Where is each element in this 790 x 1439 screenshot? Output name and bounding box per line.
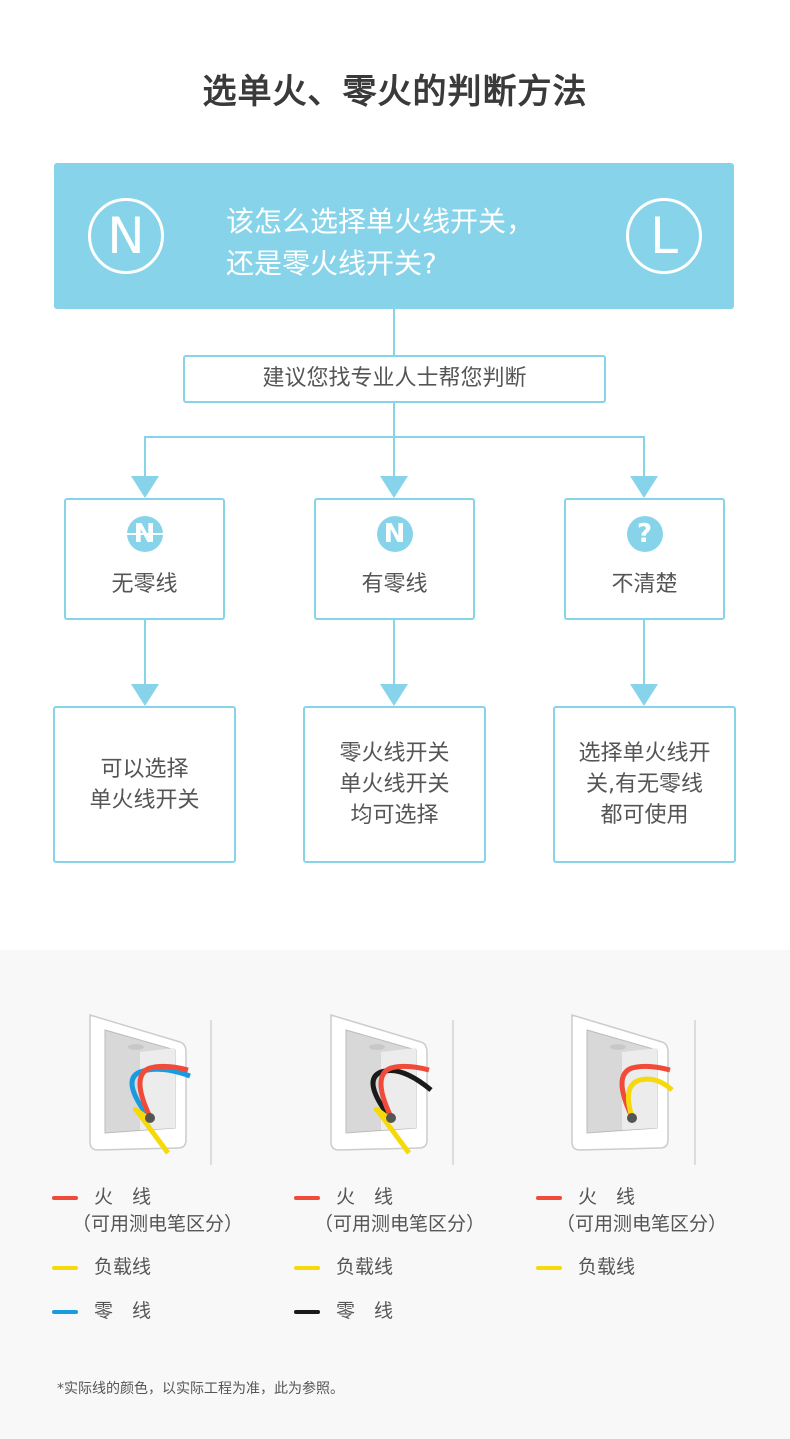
neutral-wire-label: 零 线 [94, 1300, 152, 1322]
neutral-icon: N [376, 516, 413, 552]
question-text: 该怎么选择单火线开关， 还是零火线开关? [226, 201, 616, 285]
arrow-down-icon [630, 476, 658, 498]
question-line-1: 该怎么选择单火线开关， [226, 205, 535, 238]
legend-2: 火 线 （可用测电笔区分） 负载线 零 线 [294, 1185, 524, 1335]
footnote: *实际线的颜色，以实际工程为准，此为参照。 [57, 1381, 344, 1397]
question-banner: N 该怎么选择单火线开关， 还是零火线开关? L [54, 163, 734, 309]
live-l-icon: L [626, 198, 702, 274]
question-line-2: 还是零火线开关? [226, 247, 437, 280]
live-wire-swatch [536, 1196, 562, 1200]
page-title: 选单火、零火的判断方法 [202, 72, 588, 112]
no-neutral-icon: N [126, 516, 163, 552]
legend-1: 火 线 （可用测电笔区分） 负载线 零 线 [52, 1185, 282, 1335]
question-icon: ? [626, 516, 663, 552]
live-wire-note: （可用测电笔区分） [556, 1213, 728, 1235]
switch-box-2 [330, 1014, 433, 1155]
neutral-wire-label: 零 线 [336, 1300, 394, 1322]
result-box: 零火线开关单火线开关均可选择 [303, 706, 486, 863]
option-unsure: ? 不清楚 [564, 498, 725, 620]
connector [643, 436, 645, 478]
connector [393, 403, 395, 479]
option-no-neutral: N 无零线 [64, 498, 225, 620]
arrow-down-icon [131, 684, 159, 706]
option-has-neutral: N 有零线 [314, 498, 475, 620]
live-wire-label: 火 线 [94, 1186, 152, 1208]
arrow-down-icon [630, 684, 658, 706]
connector [393, 620, 395, 686]
arrow-down-icon [131, 476, 159, 498]
neutral-n-icon: N [88, 198, 164, 274]
switch-box-illustrations [89, 1014, 696, 1165]
result-box: 选择单火线开关,有无零线都可使用 [553, 706, 736, 863]
switch-box-1 [89, 1014, 191, 1155]
load-wire-label: 负载线 [94, 1256, 152, 1278]
live-wire-swatch [52, 1196, 78, 1200]
option-label: 无零线 [111, 572, 178, 597]
connector [144, 436, 645, 438]
connector [144, 620, 146, 686]
live-wire-note: （可用测电笔区分） [72, 1213, 244, 1235]
arrow-down-icon [380, 476, 408, 498]
load-wire-swatch [52, 1266, 78, 1270]
live-wire-note: （可用测电笔区分） [314, 1213, 486, 1235]
load-wire-label: 负载线 [578, 1256, 636, 1278]
arrow-down-icon [380, 684, 408, 706]
connector [393, 309, 395, 355]
live-wire-label: 火 线 [578, 1186, 636, 1208]
result-box: 可以选择单火线开关 [53, 706, 236, 863]
live-wire-label: 火 线 [336, 1186, 394, 1208]
connector [144, 436, 146, 478]
connector [643, 620, 645, 686]
neutral-wire-swatch [294, 1310, 320, 1314]
advice-box: 建议您找专业人士帮您判断 [183, 355, 606, 403]
neutral-wire-swatch [52, 1310, 78, 1314]
legend-3: 火 线 （可用测电笔区分） 负载线 [536, 1185, 766, 1335]
option-label: 有零线 [361, 572, 428, 597]
switch-box-3 [571, 1014, 674, 1151]
live-wire-swatch [294, 1196, 320, 1200]
load-wire-swatch [294, 1266, 320, 1270]
load-wire-swatch [536, 1266, 562, 1270]
load-wire-label: 负载线 [336, 1256, 394, 1278]
option-label: 不清楚 [611, 572, 678, 597]
